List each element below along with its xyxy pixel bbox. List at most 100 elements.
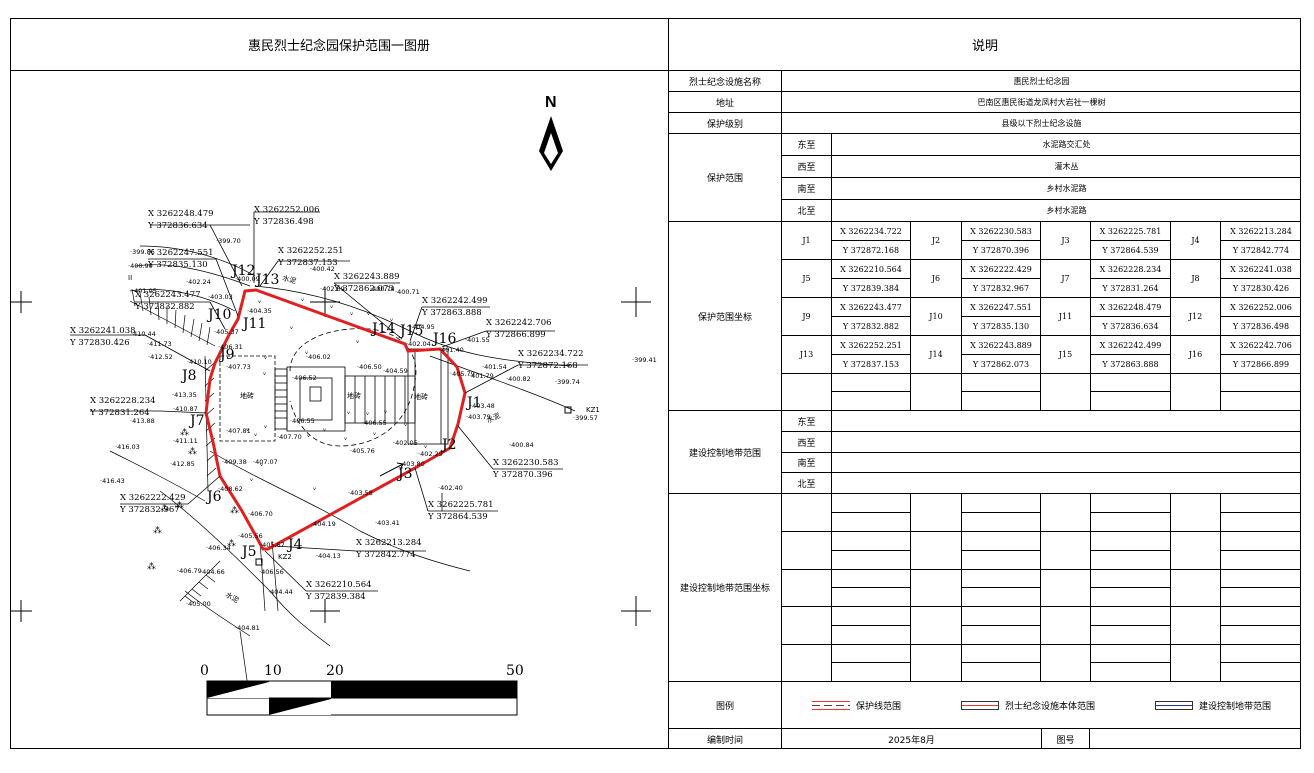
grass-icon: ᵥ xyxy=(254,429,257,438)
elevation-label: ·399.41 xyxy=(632,356,657,364)
cz-coord-y xyxy=(1091,551,1171,570)
callout-j9-x: X 3262243.477 xyxy=(135,290,201,300)
elevation-label: ·404.81 xyxy=(235,624,260,632)
coord-point-id: J6 xyxy=(911,260,962,298)
cz-coord-id xyxy=(911,645,962,682)
kz1-label: KZ1 xyxy=(586,406,600,414)
cz-coord-y xyxy=(1221,626,1301,645)
callout-j10-y: Y 372835.130 xyxy=(147,260,208,270)
elevation-label: ·403.58 xyxy=(348,489,373,497)
grass-icon: ᵥ xyxy=(307,430,310,439)
level-value: 县级以下烈士纪念设施 xyxy=(782,113,1301,134)
north-arrow-icon xyxy=(539,116,563,171)
coord-point-x: X 3262252.006 xyxy=(1221,298,1301,317)
coord-point-x: X 3262243.477 xyxy=(832,298,911,317)
cz-coord-y xyxy=(962,626,1041,645)
callout-j10-x: X 3262247.551 xyxy=(148,248,214,258)
cz-val-east xyxy=(832,411,1301,432)
elevation-label: ·405.37 xyxy=(214,328,239,336)
coord-point-x: X 3262242.499 xyxy=(1091,336,1171,355)
pt-label-j5: J5 xyxy=(240,544,257,560)
coord-point-id: J15 xyxy=(1041,336,1091,374)
coord-point-id: J11 xyxy=(1041,298,1091,336)
control-zone-swatch-icon xyxy=(1154,700,1193,710)
coord-empty-id xyxy=(782,374,832,411)
pt-label-j13: J13 xyxy=(254,272,279,288)
grass-icon: ᵥ xyxy=(373,428,376,437)
scale-bar: 0 10 20 50 xyxy=(200,663,524,716)
coord-empty-id xyxy=(911,374,962,411)
grass-icon: ᵥ xyxy=(347,407,350,416)
grass-icon: ᵥ xyxy=(258,296,261,305)
coord-point-x: X 3262234.722 xyxy=(832,222,911,241)
grass-icon: ᵥ xyxy=(305,347,308,356)
cz-coord-id xyxy=(911,570,962,607)
cz-val-west xyxy=(832,432,1301,453)
coord-empty-y xyxy=(1221,392,1301,411)
coord-point-x: X 3262230.583 xyxy=(962,222,1041,241)
cz-val-north xyxy=(832,473,1301,494)
cz-coord-x xyxy=(962,532,1041,551)
scale-label-50: 50 xyxy=(506,663,524,679)
pr-dir-south: 南至 xyxy=(782,178,832,200)
callout-j11-x: X 3262248.479 xyxy=(148,209,214,219)
elevation-label: ·401.55 xyxy=(465,336,490,344)
coord-point-y: Y 372862.073 xyxy=(962,355,1041,374)
elevation-label: ·402.24 xyxy=(186,278,211,286)
cz-coord-x xyxy=(962,570,1041,588)
map-title: 惠民烈士纪念园保护范围一图册 xyxy=(10,18,669,71)
cz-coord-x xyxy=(1221,607,1301,626)
area-label-mid: 地砖 xyxy=(347,391,361,400)
callout-j6-x: X 3262222.429 xyxy=(120,493,186,503)
scale-label-20: 20 xyxy=(326,663,344,679)
cz-coord-id xyxy=(911,607,962,645)
notes-title: 说明 xyxy=(669,18,1301,71)
grass-icon: ᵥ xyxy=(264,421,267,430)
drawing-frame xyxy=(10,18,1301,749)
elevation-label: ·403.03 xyxy=(208,293,233,301)
elevation-label: ·401.40 xyxy=(439,346,464,354)
shrub-icon: ⁂ xyxy=(188,446,197,457)
shrub-icon: ⁂ xyxy=(153,525,162,536)
coord-callouts: X 3262248.479 Y 372836.634 X 3262252.006… xyxy=(69,205,584,602)
elevation-label: ·406.50 xyxy=(357,363,382,371)
elevation-label: ·412.85 xyxy=(170,460,195,468)
callout-j6-y: Y 372832.967 xyxy=(119,505,180,515)
callout-j13-y: Y 372837.153 xyxy=(277,258,338,268)
coord-point-id: J10 xyxy=(911,298,962,336)
cz-coord-x xyxy=(1091,494,1171,513)
callout-j8-y: Y 372830.426 xyxy=(69,338,130,348)
cz-coord-x xyxy=(1221,494,1301,513)
callout-j14-y: Y 372862.073 xyxy=(333,284,394,294)
cz-coord-x xyxy=(1221,532,1301,551)
elevation-label: ·406.34 xyxy=(206,544,231,552)
coord-point-y: Y 372830.426 xyxy=(1221,279,1301,298)
cz-coord-y xyxy=(832,588,911,607)
grass-icon: ᵥ xyxy=(250,474,253,483)
cz-coord-id xyxy=(1171,645,1221,682)
callout-j15-y: Y 372863.888 xyxy=(421,308,482,318)
coord-point-id: J14 xyxy=(911,336,962,374)
callout-j5-x: X 3262210.564 xyxy=(306,580,372,590)
cz-coord-x xyxy=(832,494,911,513)
cz-coord-id xyxy=(1171,494,1221,532)
shrub-icon: ⁂ xyxy=(160,503,169,514)
coord-point-id: J13 xyxy=(782,336,832,374)
kz2-marker-icon xyxy=(255,558,263,566)
grass-icon: ᵥ xyxy=(350,308,353,317)
elevation-label: ·400.90 xyxy=(128,262,153,270)
cz-coord-x xyxy=(962,494,1041,513)
elevation-label: ·399.57 xyxy=(573,414,598,422)
elevation-label: ·399.74 xyxy=(555,378,580,386)
elevation-label: ·402.69 xyxy=(320,285,345,293)
elevation-label: ·404.13 xyxy=(316,552,341,560)
elevation-label: ·410.87 xyxy=(173,405,198,413)
legend-item-control-zone: 建设控制地带范围 xyxy=(1154,699,1271,712)
elevation-label: ·399.86 xyxy=(130,248,155,256)
callout-j7-x: X 3262228.234 xyxy=(90,396,156,406)
coord-empty-y xyxy=(1091,392,1171,411)
elevation-label: ·403.48 xyxy=(470,402,495,410)
crosshair-markers xyxy=(10,287,651,626)
protection-range-label: 保护范围 xyxy=(669,134,782,222)
callout-j1-x: X 3262234.722 xyxy=(518,349,584,359)
